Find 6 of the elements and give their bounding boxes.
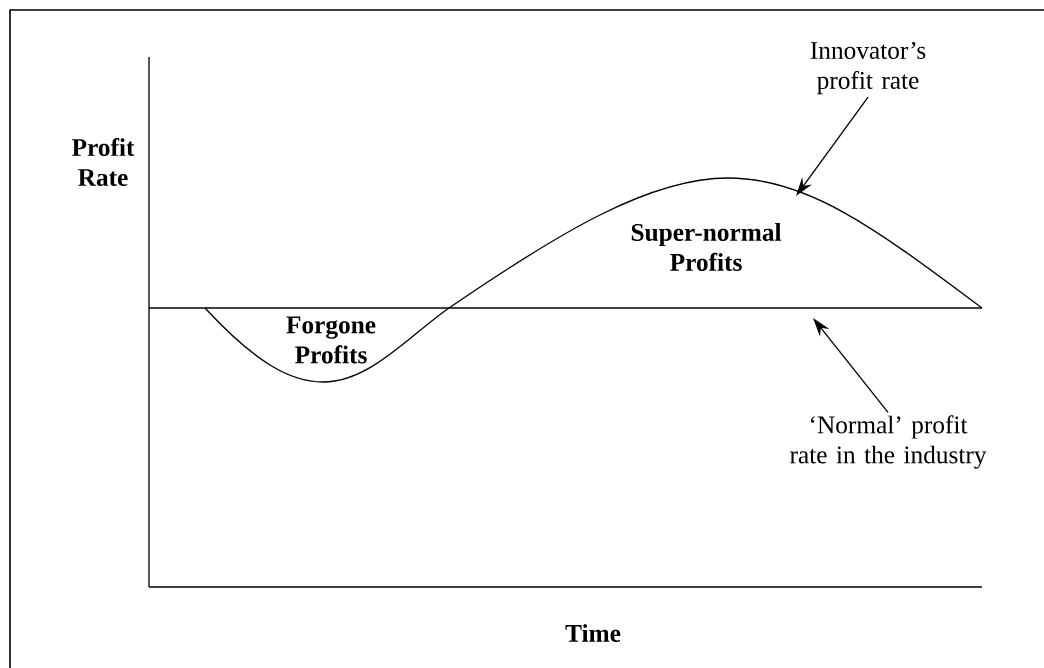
region-label: Super-normal Profits — [631, 223, 782, 271]
annotation-text: Innovator’s profit rate — [810, 41, 926, 95]
axis-label: Time — [565, 624, 621, 642]
axis-label: Profit Rate — [72, 137, 135, 187]
region-label: Forgone Profits — [286, 316, 376, 364]
annotation-text: ‘Normal’ profit rate in the industry — [790, 415, 987, 469]
